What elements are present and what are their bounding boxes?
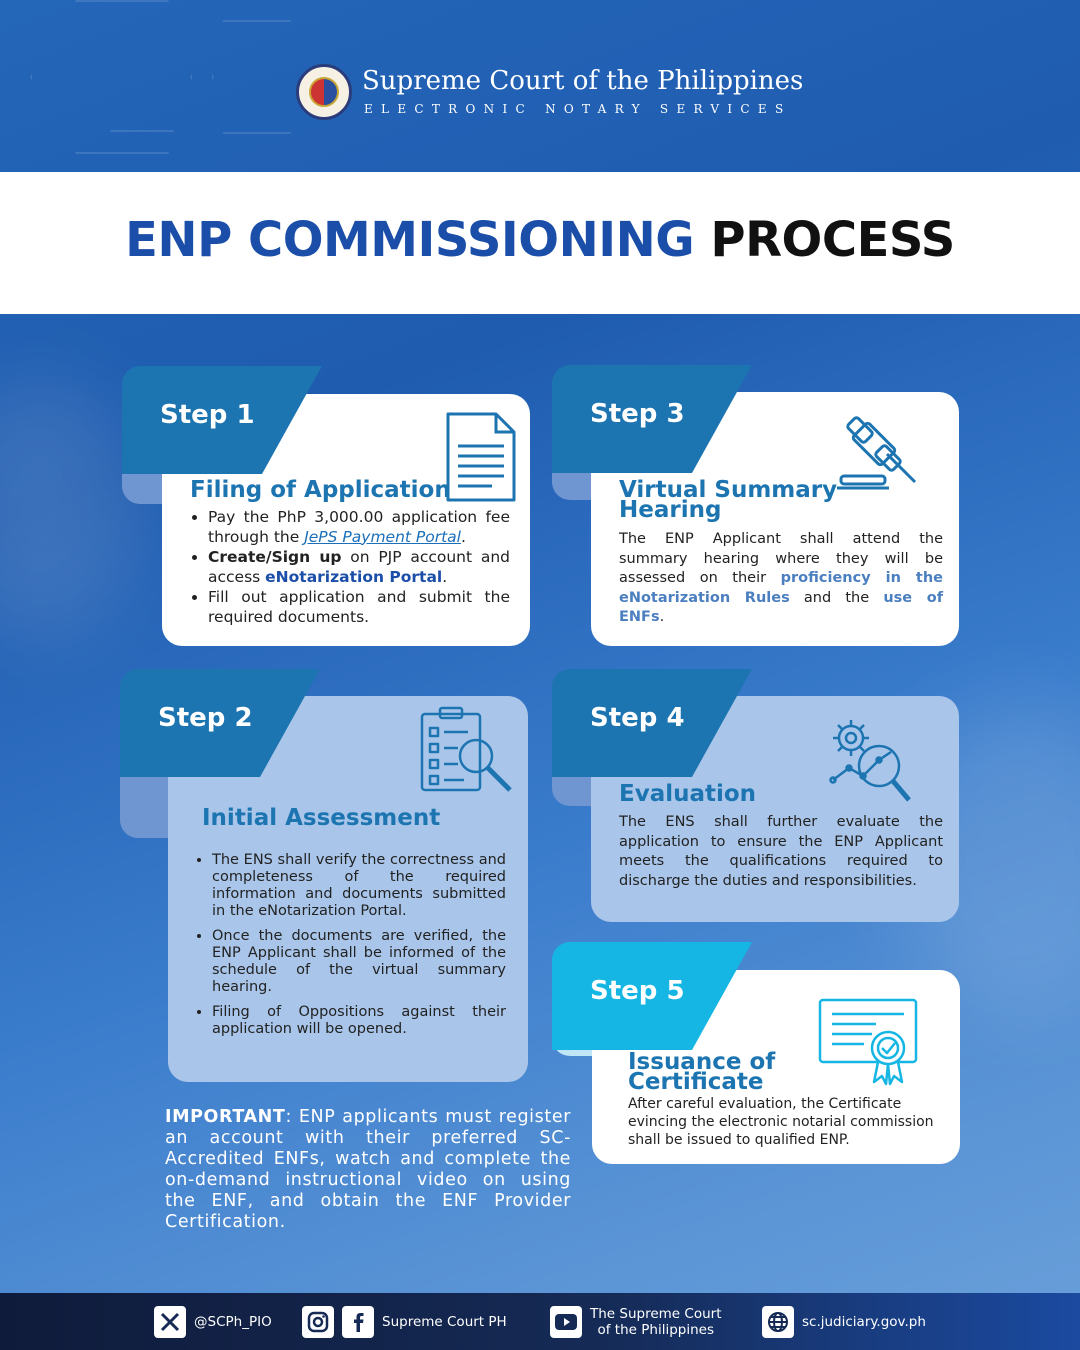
gear-analytics-icon <box>829 720 911 802</box>
step-2-title: Initial Assessment <box>202 805 441 831</box>
x-social-link[interactable]: @SCPh_PIO <box>154 1293 272 1350</box>
social-links: Supreme Court PH <box>302 1293 507 1350</box>
step-3-text: The ENP Applicant shall attend the summa… <box>619 531 943 625</box>
x-logo-icon <box>154 1305 186 1338</box>
footer: @SCPh_PIO Supreme Court PH The Supreme C… <box>0 1293 1080 1350</box>
court-subtitle: ELECTRONIC NOTARY SERVICES <box>364 102 792 116</box>
jeps-payment-portal-link[interactable]: JePS Payment Portal <box>304 527 461 546</box>
facebook-icon[interactable] <box>342 1305 374 1338</box>
website-link[interactable]: sc.judiciary.gov.ph <box>762 1293 926 1350</box>
page-title: ENP COMMISSIONING PROCESS <box>125 212 955 268</box>
background-glow <box>0 380 140 640</box>
instagram-icon[interactable] <box>302 1305 334 1338</box>
globe-icon <box>762 1305 794 1338</box>
step-1-card: Filing of Application Pay the PhP 3,000.… <box>162 394 530 646</box>
step-1-text: Pay the PhP 3,000.00 application fee thr… <box>188 508 510 628</box>
step-5-text: After careful evaluation, the Certificat… <box>628 1096 934 1148</box>
youtube-icon <box>550 1305 582 1338</box>
header: Supreme Court of the Philippines ELECTRO… <box>0 60 1080 130</box>
supreme-court-seal-icon <box>296 64 352 120</box>
title-band: ENP COMMISSIONING PROCESS <box>0 172 1080 314</box>
step-3-tab: Step 3 <box>552 365 752 473</box>
step-4-card: Evaluation The ENS shall further evaluat… <box>591 696 959 922</box>
facebook-name[interactable]: Supreme Court PH <box>382 1313 507 1330</box>
step-1-title: Filing of Application <box>190 477 451 503</box>
important-note: IMPORTANT: ENP applicants must register … <box>165 1107 571 1232</box>
gavel-icon <box>837 416 917 490</box>
step-4-text: The ENS shall further evaluate the appli… <box>619 814 943 889</box>
court-name: Supreme Court of the Philippines <box>362 66 804 96</box>
document-icon <box>446 412 516 502</box>
step-2-text: The ENS shall verify the correctness and… <box>192 852 506 1039</box>
step-4-title: Evaluation <box>619 781 757 807</box>
certificate-icon <box>818 998 918 1086</box>
hexagon-decoration <box>30 0 214 154</box>
checklist-search-icon <box>420 706 512 792</box>
